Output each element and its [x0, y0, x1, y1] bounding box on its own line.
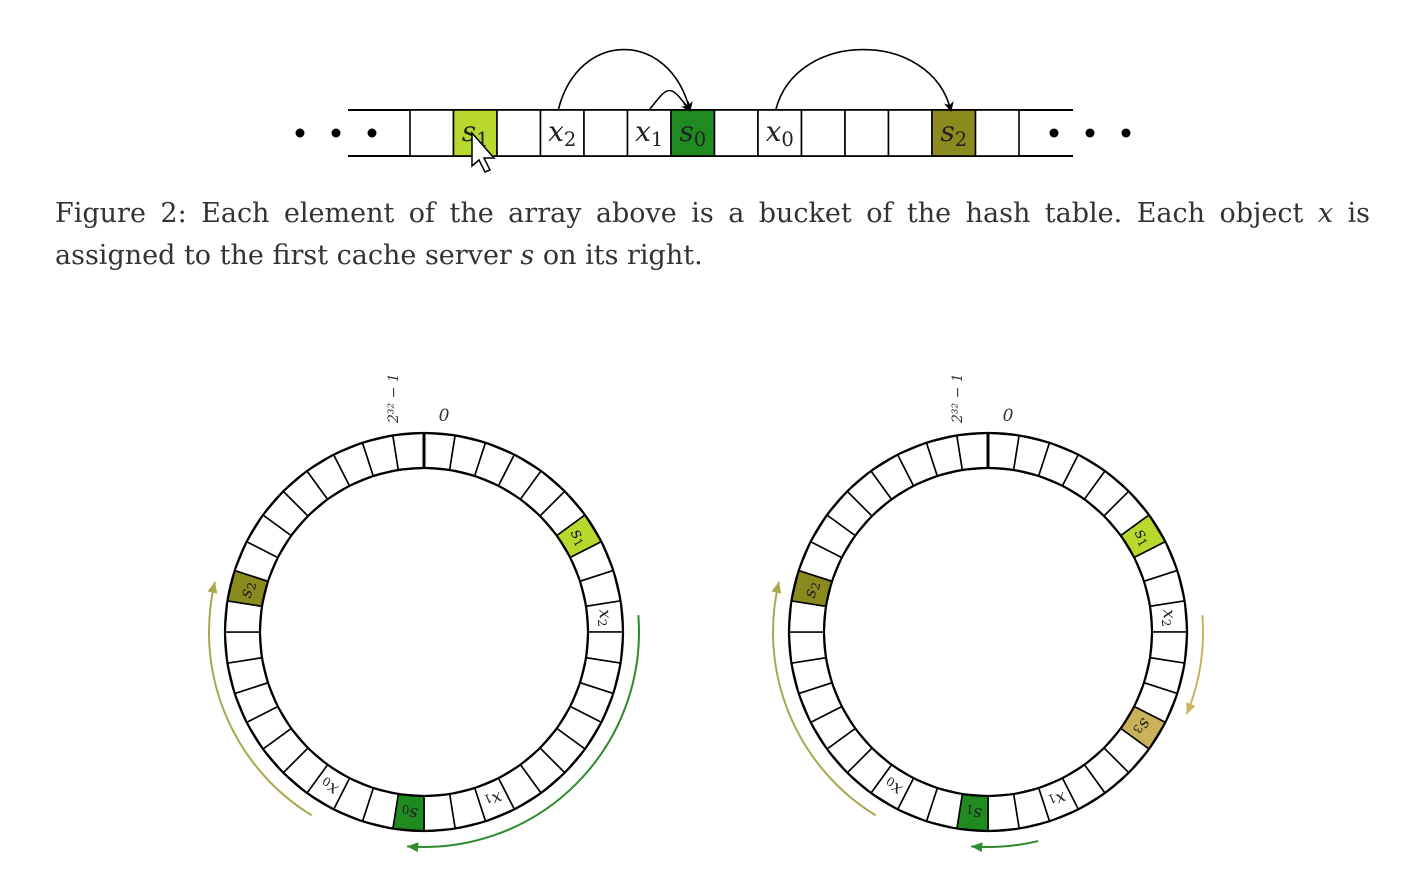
- ring-label-s2: s2: [235, 579, 259, 600]
- ring-inner-circle: [822, 466, 1154, 798]
- array-bucket: [670, 109, 716, 157]
- ring-assignment-arrow: [407, 615, 640, 848]
- ring-bucket: [788, 631, 827, 665]
- caption-var-x: x: [1317, 198, 1334, 229]
- array-bucket: [713, 109, 759, 157]
- mouse-cursor-icon: [471, 131, 496, 173]
- ring-max-label: 2³² − 1: [950, 373, 966, 424]
- ring-label-x2: x2: [594, 608, 616, 627]
- arrowhead-icon: [207, 581, 218, 594]
- ellipsis-dot-left: [331, 128, 341, 138]
- ring-label-s0: s0: [401, 802, 419, 824]
- array-bucket: [844, 109, 890, 157]
- ring-inner-circle: [258, 466, 590, 798]
- ring-bucket: [423, 793, 457, 832]
- bucket-label-s0: s0: [679, 115, 706, 151]
- caption-prefix: Figure 2: Each element of the array abov…: [55, 198, 1318, 229]
- array-bucket: [583, 109, 629, 157]
- ring-max-label: 2³² − 1: [386, 373, 402, 424]
- ellipsis-dot-right: [1121, 128, 1131, 138]
- ring-bucket: [224, 631, 263, 665]
- ring-label-x2: x2: [1158, 608, 1180, 627]
- assignment-arrow: [774, 48, 954, 112]
- ellipsis-dot-left: [367, 128, 377, 138]
- ring-zero-label: 0: [1003, 406, 1014, 426]
- ring-label-s1: s1: [965, 802, 983, 824]
- array-bucket: [931, 109, 977, 157]
- bucket-label-x0: x0: [766, 115, 794, 151]
- array-bucket: [800, 109, 846, 157]
- ring-bucket: [391, 432, 425, 471]
- arrowhead-icon: [971, 842, 983, 853]
- bucket-label-x2: x2: [548, 115, 576, 151]
- array-bucket: [539, 109, 585, 157]
- ring-label-s2: s2: [799, 579, 823, 600]
- assignment-arrow: [648, 89, 691, 112]
- figure-caption: Figure 2: Each element of the array abov…: [55, 193, 1370, 277]
- ellipsis-dot-right: [1049, 128, 1059, 138]
- bucket-label-s2: s2: [940, 115, 967, 151]
- ring-assignment-arrow: [208, 581, 313, 817]
- ellipsis-dot-left: [295, 128, 305, 138]
- array-bucket: [974, 109, 1020, 157]
- array-bucket: [887, 109, 933, 157]
- array-bucket: [757, 109, 803, 157]
- arrowhead-icon: [1186, 702, 1196, 715]
- bucket-label-x1: x1: [635, 115, 663, 151]
- ring-zero-label: 0: [439, 406, 450, 426]
- assignment-arrow: [557, 48, 693, 112]
- array-bucket: [496, 109, 542, 157]
- ring-assignment-arrow: [1185, 615, 1204, 715]
- ellipsis-dot-right: [1085, 128, 1095, 138]
- caption-suffix: on its right.: [534, 240, 703, 271]
- ring-bucket: [955, 432, 989, 471]
- caption-middle: is assigned to the first cache server: [55, 198, 1371, 271]
- ring-bucket: [987, 793, 1021, 832]
- ring-assignment-arrow: [772, 581, 877, 817]
- caption-var-s: s: [520, 240, 535, 271]
- arrowhead-icon: [771, 581, 782, 594]
- array-bucket: [409, 109, 455, 157]
- arrowhead-icon: [407, 842, 419, 853]
